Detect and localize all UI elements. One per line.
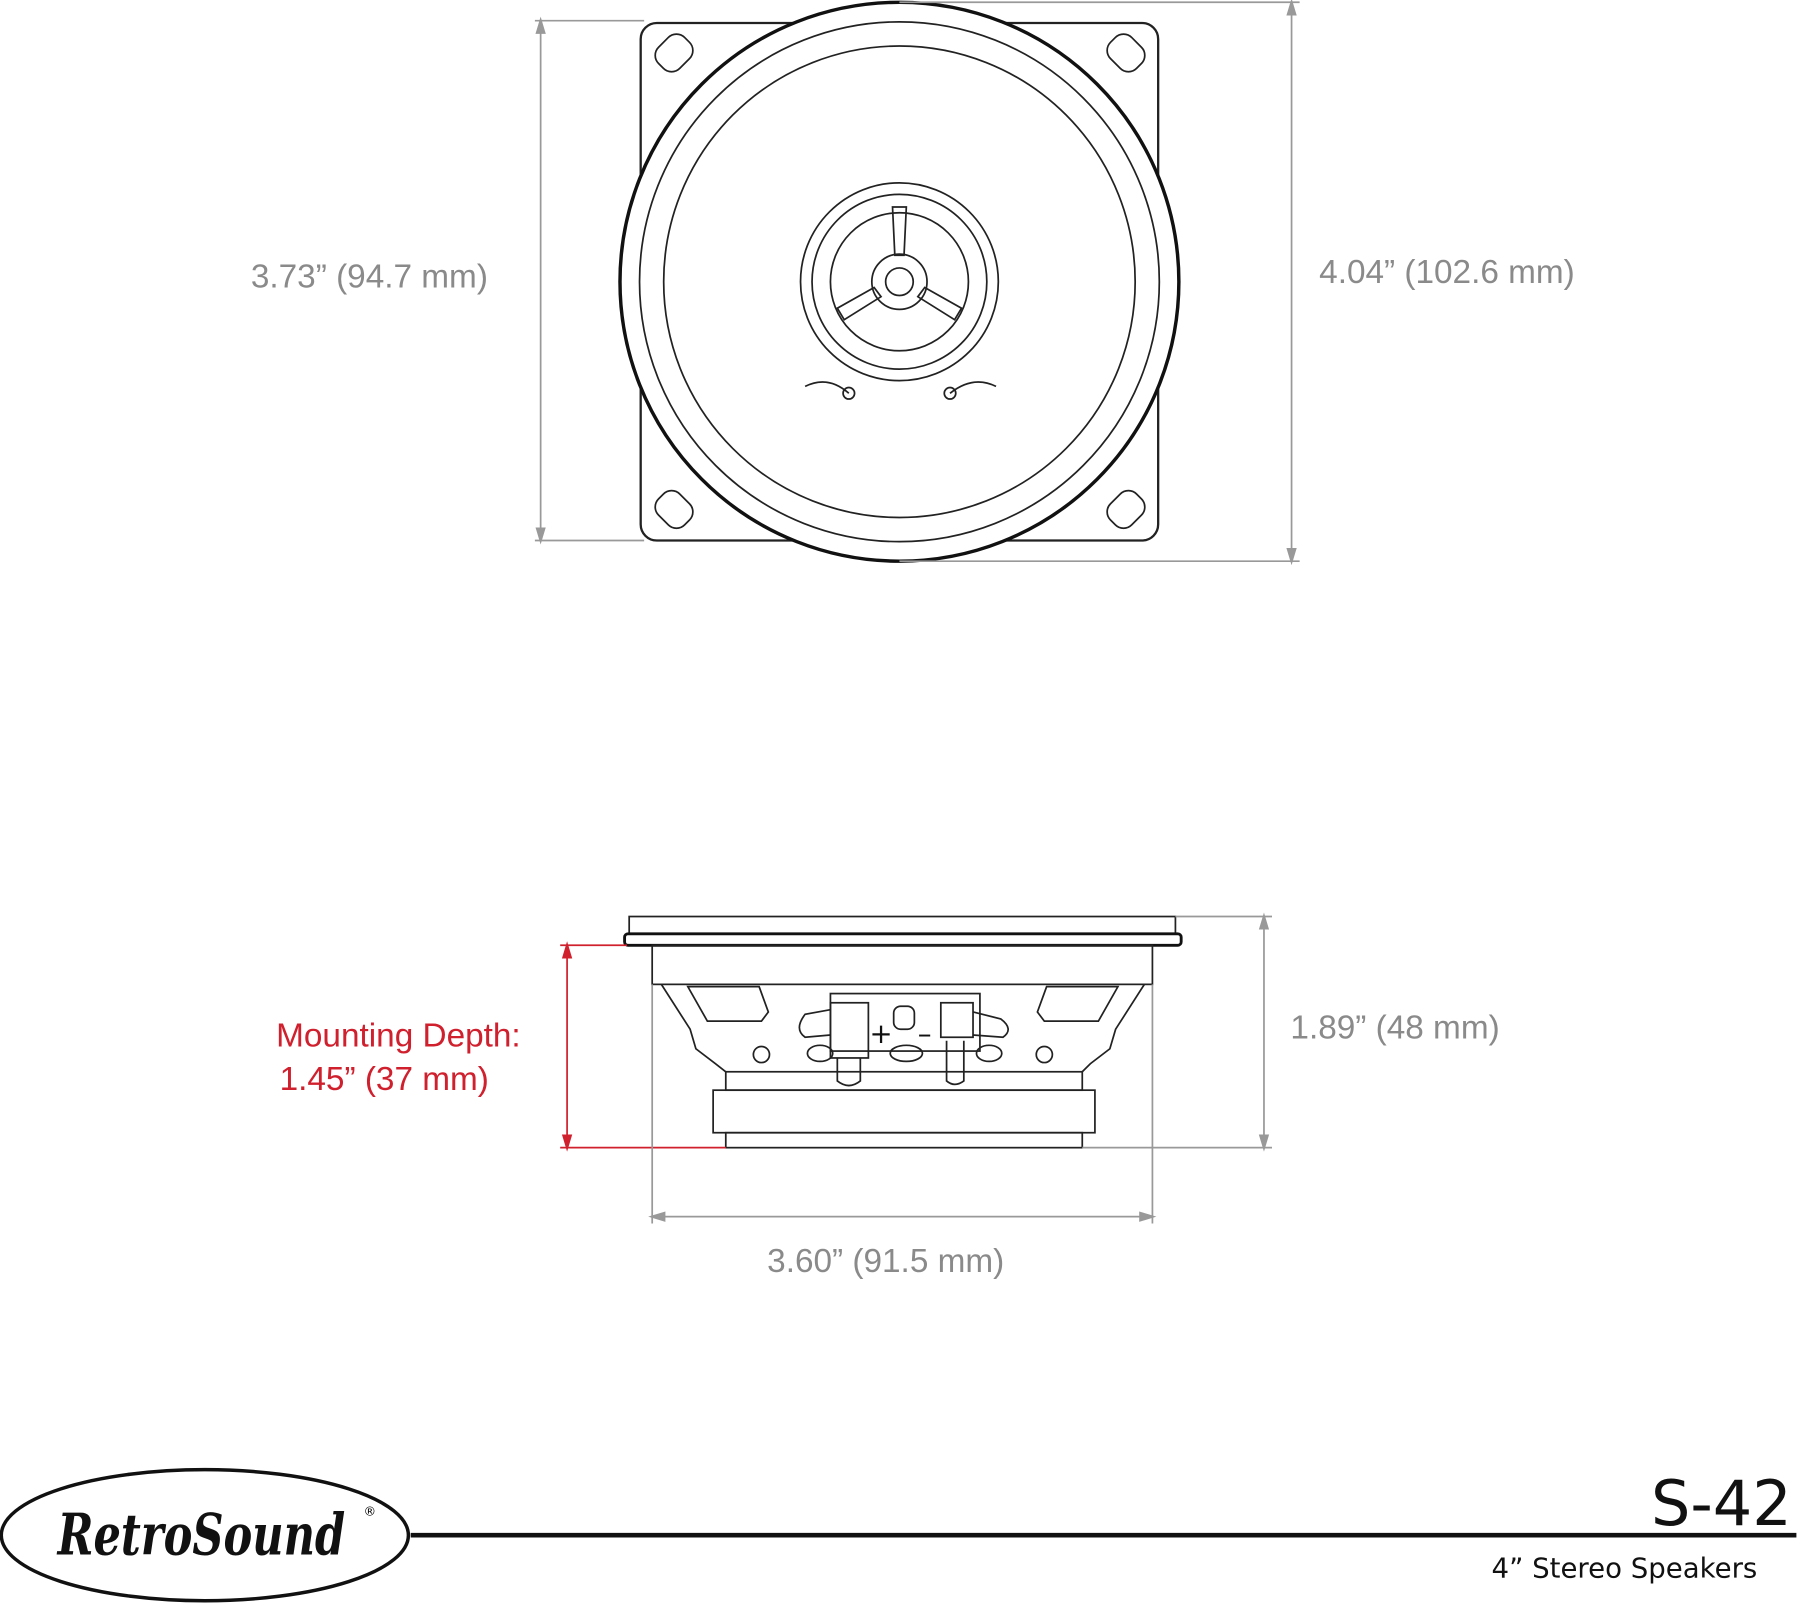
registered-mark: ® — [364, 1504, 377, 1519]
inner-dimension-label: 3.73” (94.7 mm) — [251, 258, 488, 295]
overall-depth-label: 1.89” (48 mm) — [1290, 1009, 1499, 1046]
speaker-top-view — [618, 0, 1181, 563]
model-number: S-42 — [1651, 1467, 1792, 1540]
terminal-minus-label: – — [918, 1017, 932, 1050]
outer-dimension-label: 4.04” (102.6 mm) — [1319, 254, 1575, 291]
side-dimension-lines — [560, 912, 1273, 1224]
mounting-depth-label: Mounting Depth: — [276, 1017, 521, 1054]
brand-logo: RetroSound ® — [0, 1467, 411, 1603]
mounting-depth-value: 1.45” (37 mm) — [280, 1061, 489, 1098]
brand-name: RetroSound — [56, 1501, 345, 1569]
mounting-holes — [654, 33, 1146, 530]
top-dimension-lines — [534, 0, 1300, 566]
terminal-plus-label: + — [870, 1017, 893, 1050]
product-description: 4” Stereo Speakers — [1492, 1552, 1758, 1585]
width-label: 3.60” (91.5 mm) — [767, 1243, 1004, 1280]
tweeter — [799, 181, 1000, 400]
speaker-side-view: + – — [623, 915, 1183, 1149]
